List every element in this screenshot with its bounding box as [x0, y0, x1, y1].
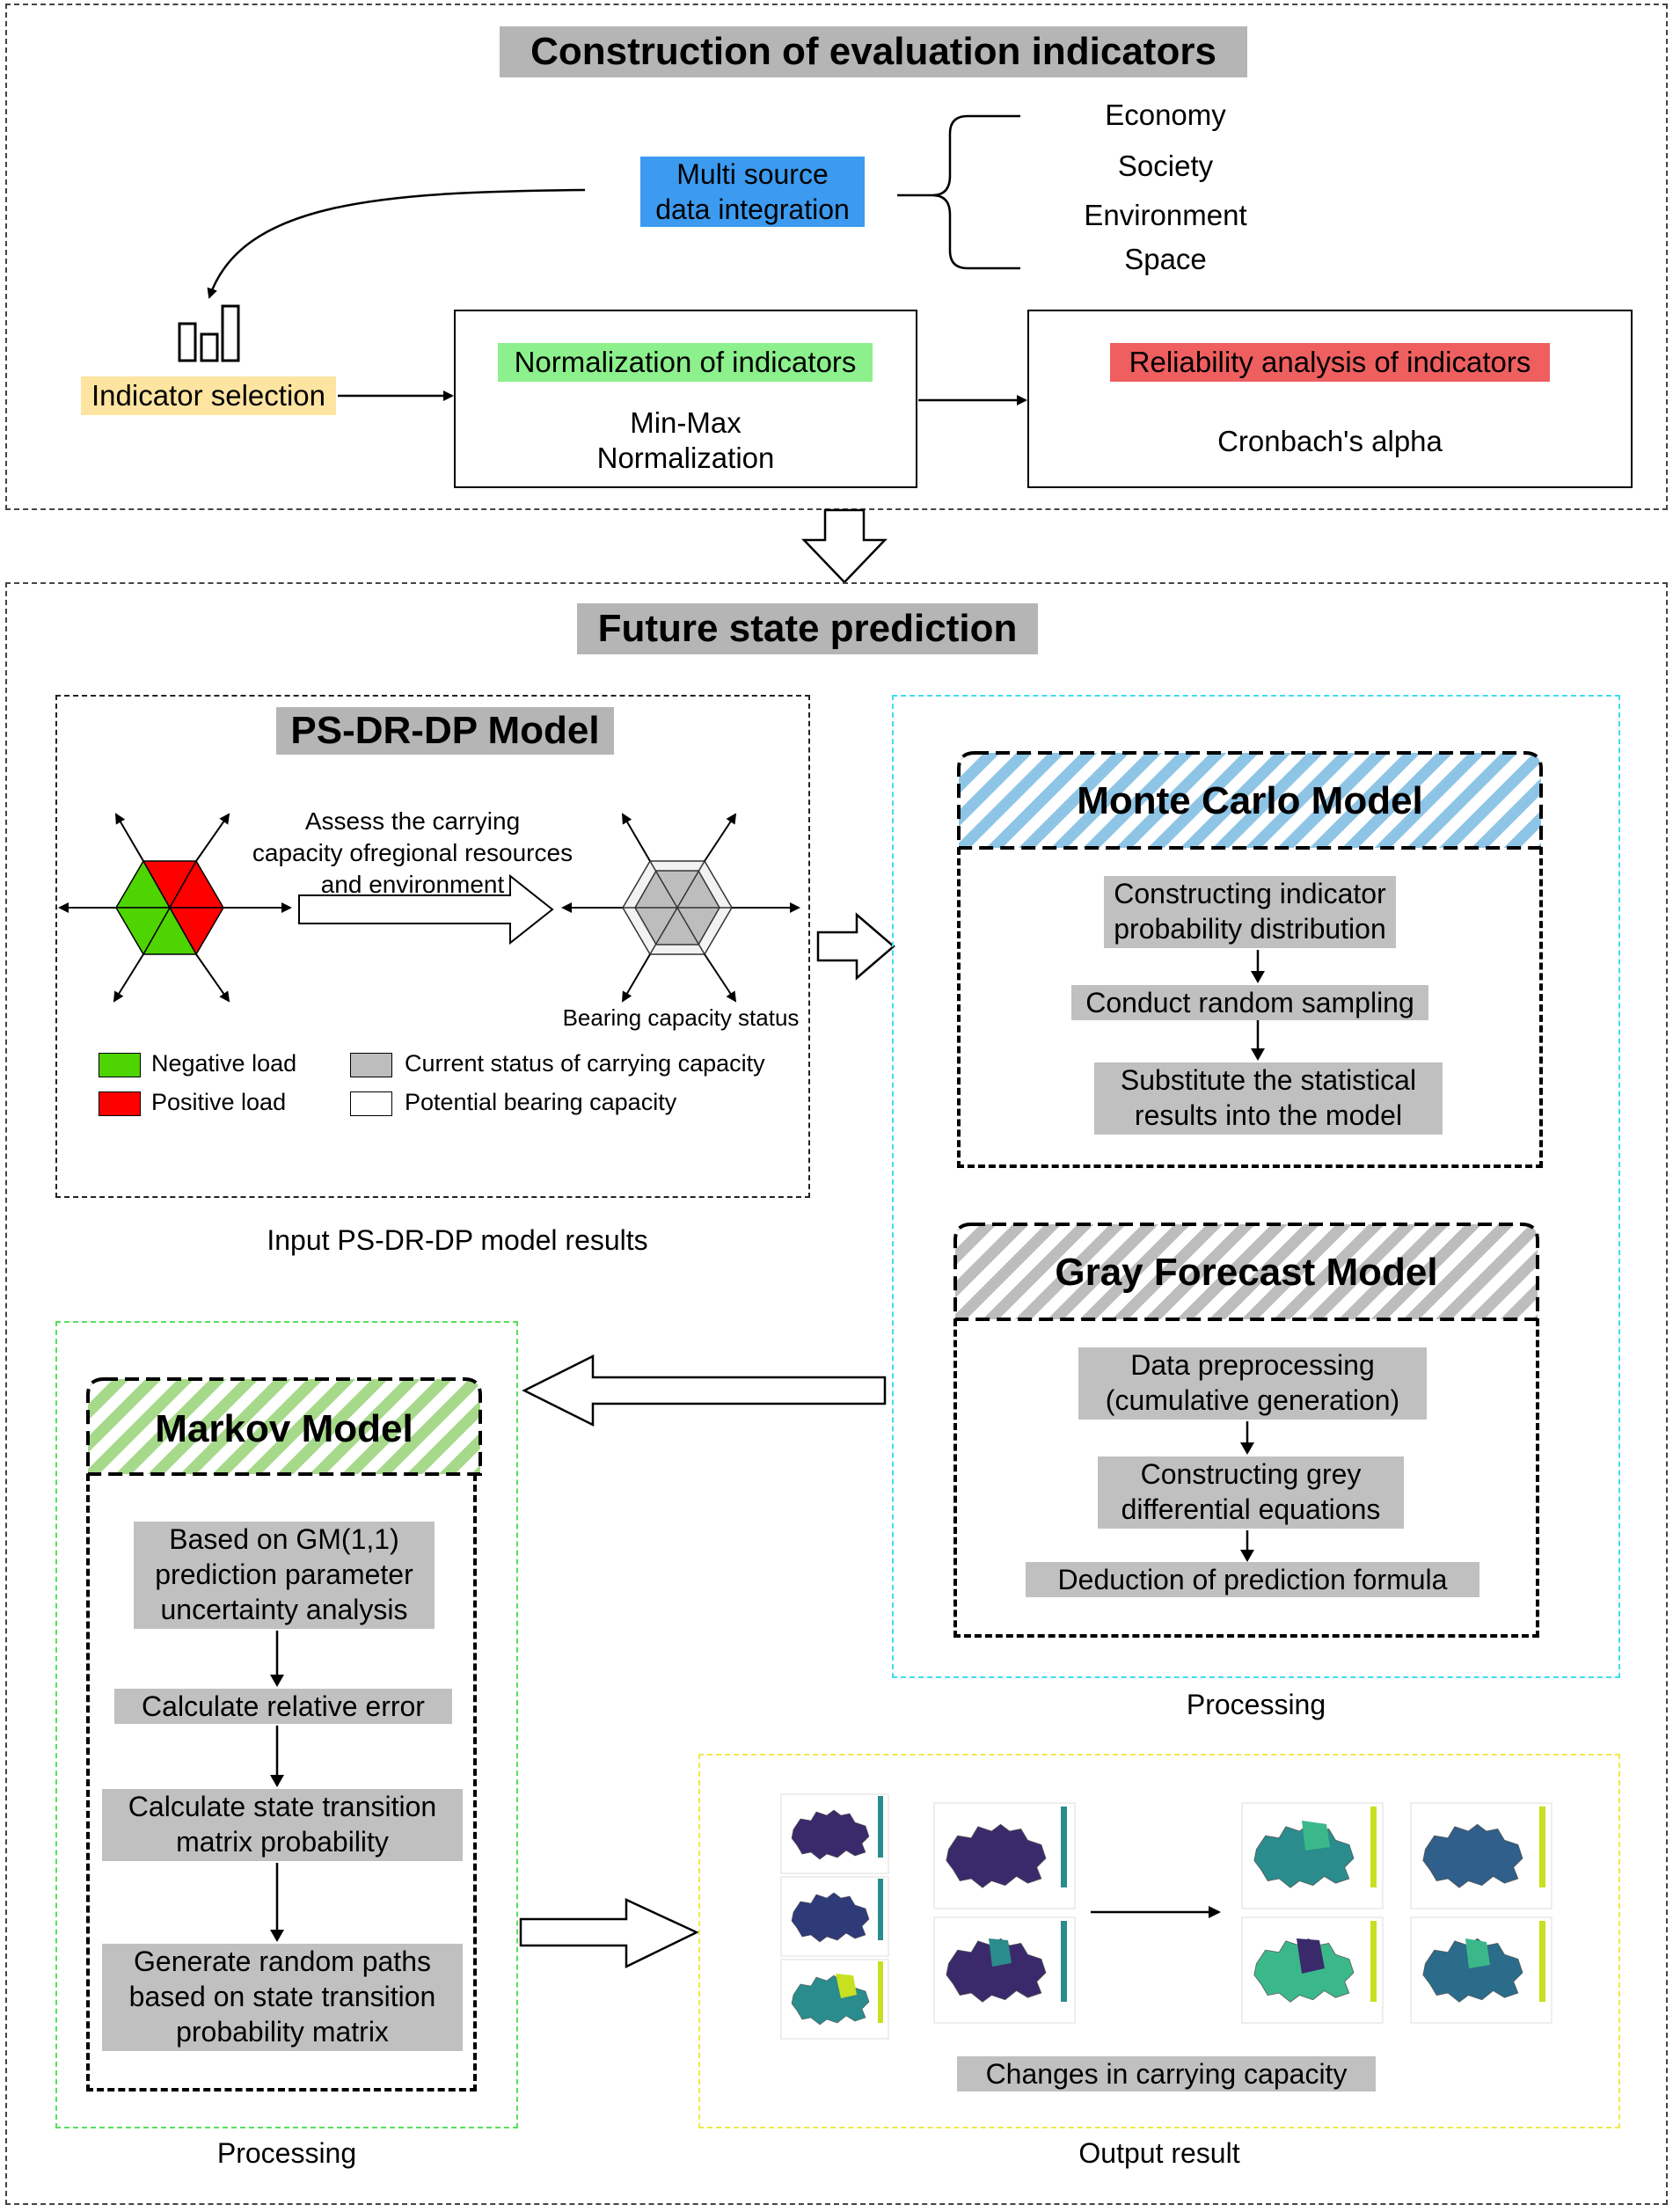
normalization-line1: Min-Max: [630, 406, 742, 439]
markov-group: [55, 1321, 518, 2128]
markov-body: [86, 1474, 477, 2092]
down-hollow-arrow: [801, 508, 888, 584]
reliability-box: [1027, 310, 1633, 488]
assess-text-line1: Assess the carrying: [304, 807, 521, 835]
gray-step1-line2: (cumulative generation): [1105, 1384, 1400, 1416]
mc-step3-line1: Substitute the statistical: [1120, 1064, 1417, 1096]
markov-step4-line3: probability matrix: [176, 2016, 389, 2048]
capacity-hexagon: [622, 860, 733, 955]
section-future-prediction: [5, 582, 1668, 2205]
processing-models-group: [892, 695, 1620, 1678]
changes-label: Changes in carrying capacity: [957, 2056, 1376, 2092]
markov-step3-line2: matrix probability: [176, 1826, 389, 1858]
markov-step3-line1: Calculate state transition: [128, 1791, 437, 1822]
legend-potential-swatch: [350, 1091, 392, 1116]
psdrdp-title: PS-DR-DP Model: [276, 707, 614, 755]
gray-step1-line1: Data preprocessing: [1130, 1349, 1375, 1381]
gray-step2-line1: Constructing grey: [1140, 1458, 1362, 1490]
reliability-method: Cronbach's alpha: [1217, 425, 1443, 457]
assess-text-line2: capacity ofregional resources: [252, 839, 573, 866]
section1-title: Construction of evaluation indicators: [500, 26, 1247, 77]
indicator-selection-label: Indicator selection: [81, 376, 336, 415]
reliability-title: Reliability analysis of indicators: [1110, 343, 1550, 382]
bar-chart-icon: [178, 304, 240, 362]
gray-forecast-title: Gray Forecast Model: [1055, 1251, 1438, 1294]
arrow-to-output: [519, 1898, 699, 1968]
normalization-line2: Normalization: [596, 442, 775, 474]
monte-carlo-title: Monte Carlo Model: [1077, 779, 1423, 822]
input-psdrdp-label: Input PS-DR-DP model results: [267, 1224, 648, 1256]
gray-step1: Data preprocessing (cumulative generatio…: [1078, 1347, 1427, 1420]
gray-forecast-body: [953, 1319, 1539, 1638]
arrow-to-models: [816, 912, 895, 981]
curved-arrow: [207, 188, 586, 299]
normalization-title: Normalization of indicators: [498, 343, 873, 382]
assess-hollow-arrow: [298, 873, 554, 945]
legend-current-swatch: [350, 1053, 392, 1077]
processing-right-label: Processing: [1186, 1689, 1326, 1720]
markov-step1-line2: prediction parameter: [155, 1559, 413, 1590]
section1-connectors: [178, 114, 1027, 405]
markov-header: [86, 1377, 482, 1476]
markov-title: Markov Model: [155, 1407, 413, 1450]
legend-negative-swatch: [99, 1053, 141, 1077]
gray-step3: Deduction of prediction formula: [1026, 1562, 1479, 1597]
output-result-label: Output result: [1078, 2137, 1240, 2169]
multi-source-line1: Multi source: [676, 158, 829, 190]
monte-carlo-body: [957, 848, 1543, 1168]
mc-step2: Conduct random sampling: [1071, 985, 1428, 1020]
legend-potential-label: Potential bearing capacity: [405, 1089, 677, 1115]
category-space: Space: [1124, 243, 1207, 275]
output-group: [698, 1754, 1620, 2128]
mc-step3: Substitute the statistical results into …: [1094, 1062, 1443, 1135]
mc-step1-line1: Constructing indicator: [1114, 878, 1386, 909]
psdrdp-diagram: [58, 813, 800, 1003]
load-hexagon: [114, 859, 225, 956]
bearing-status-label: Bearing capacity status: [562, 1004, 800, 1031]
markov-step1-line3: uncertainty analysis: [160, 1594, 408, 1625]
mc-step1: Constructing indicator probability distr…: [1104, 876, 1396, 948]
gray-step2: Constructing grey differential equations: [1098, 1456, 1404, 1529]
markov-step2: Calculate relative error: [114, 1689, 452, 1724]
category-economy: Economy: [1105, 99, 1226, 131]
category-environment: Environment: [1084, 199, 1247, 231]
legend-current-label: Current status of carrying capacity: [405, 1050, 765, 1077]
markov-step4-line1: Generate random paths: [134, 1946, 431, 1977]
markov-step1-line1: Based on GM(1,1): [169, 1523, 399, 1555]
legend-positive-swatch: [99, 1091, 141, 1116]
psdrdp-model-box: [55, 695, 810, 1198]
normalization-box: [454, 310, 917, 488]
category-society: Society: [1117, 150, 1214, 182]
mc-step1-line2: probability distribution: [1114, 913, 1386, 945]
markov-step4: Generate random paths based on state tra…: [102, 1944, 463, 2051]
category-brace: [897, 114, 1020, 270]
multi-source-line2: data integration: [655, 193, 850, 225]
markov-step1: Based on GM(1,1) prediction parameter un…: [134, 1522, 435, 1629]
markov-step4-line2: based on state transition: [128, 1981, 436, 2012]
gray-step2-line2: differential equations: [1121, 1493, 1381, 1525]
section2-title: Future state prediction: [577, 603, 1038, 654]
legend-positive-label: Positive load: [151, 1089, 287, 1115]
processing-left-label: Processing: [216, 2137, 357, 2169]
arrow-to-markov: [522, 1354, 887, 1427]
markov-step3: Calculate state transition matrix probab…: [102, 1789, 463, 1861]
mc-step3-line2: results into the model: [1134, 1099, 1403, 1131]
multi-source-box: Multi source data integration: [640, 157, 865, 227]
assess-text-line3: and environment: [320, 871, 505, 898]
legend-negative-label: Negative load: [151, 1050, 297, 1077]
